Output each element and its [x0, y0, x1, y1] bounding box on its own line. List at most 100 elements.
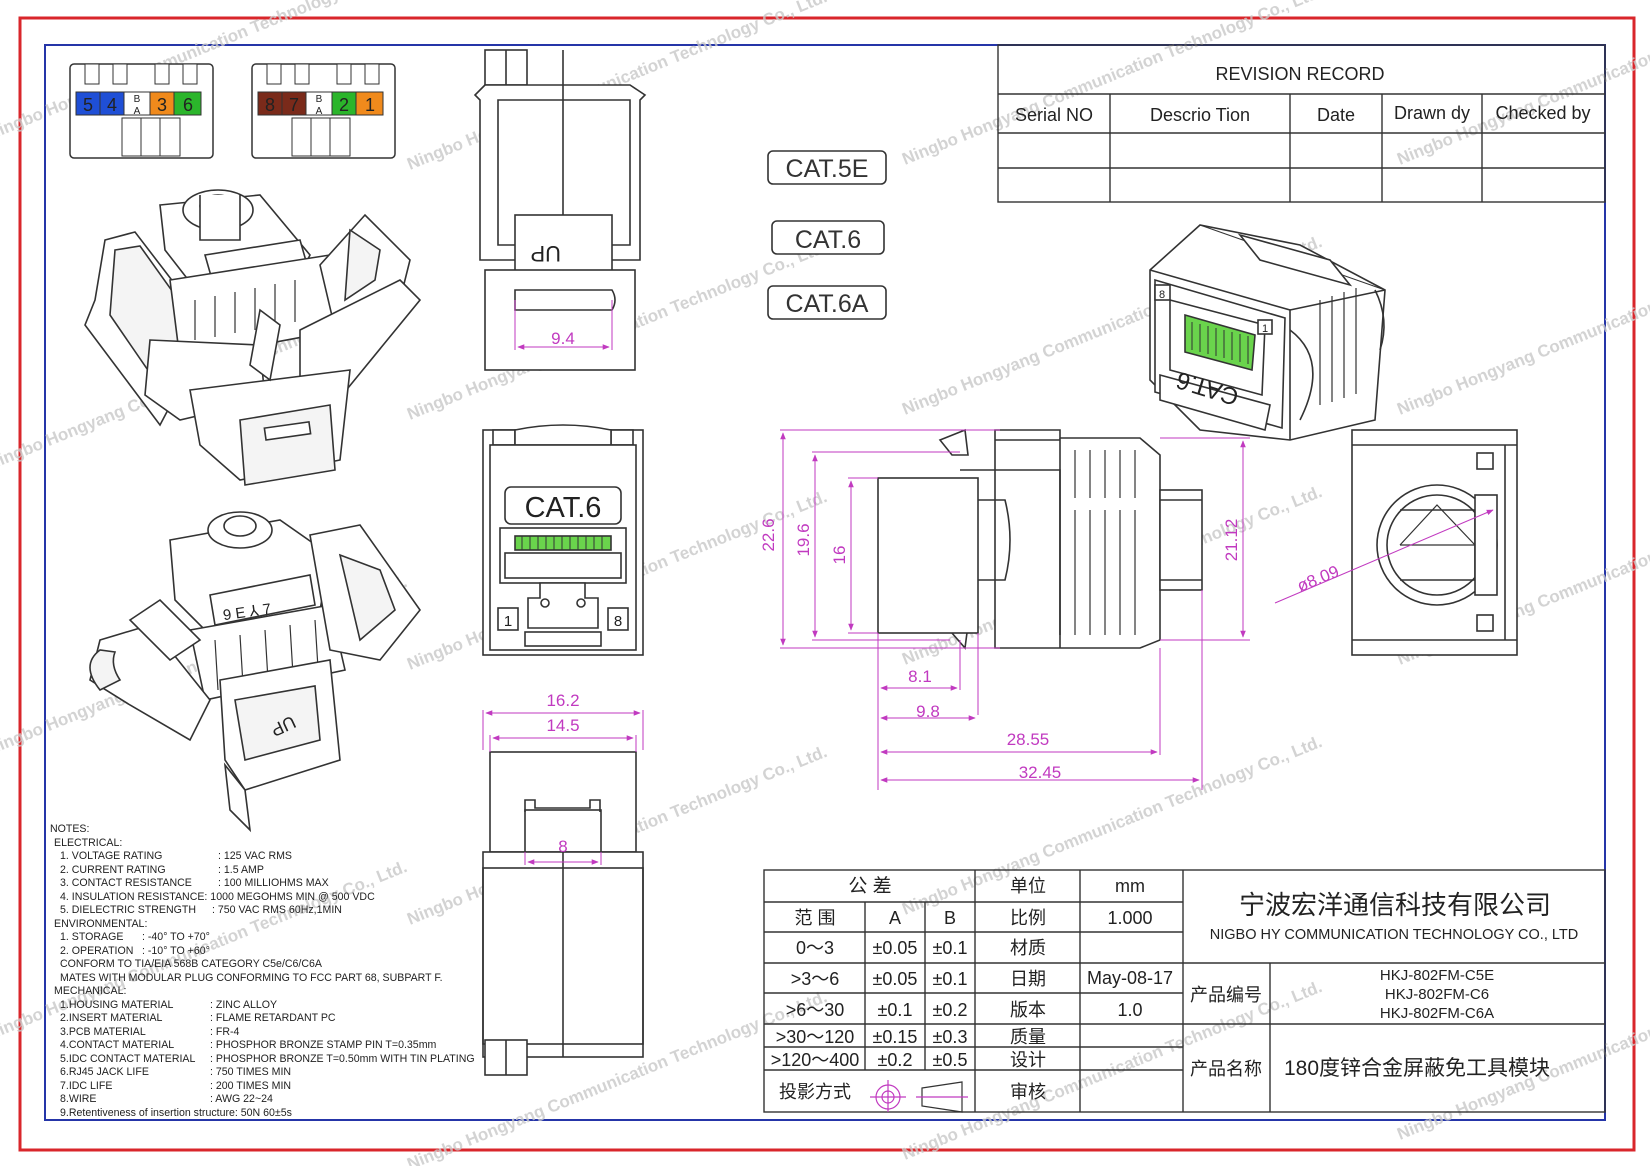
- env-item: 1. STORAGE: -40° TO +70°: [60, 931, 210, 943]
- company-name-cn: 宁波宏洋通信科技有限公司: [1239, 890, 1551, 920]
- dim-16-2: 16.2: [482, 691, 644, 750]
- port-number-8: 8: [614, 613, 622, 630]
- dim-19-6-label: 19.6: [794, 523, 813, 556]
- tol-b-3: ±0.3: [933, 1027, 968, 1047]
- tol-b-0: ±0.1: [933, 938, 968, 958]
- watermark: Ningbo Hongyang Communication Technology…: [1394, 0, 1650, 169]
- side-view: [877, 428, 1203, 650]
- tol-a-0: ±0.05: [873, 938, 918, 958]
- wire-label-4: 4: [107, 95, 117, 115]
- prop-label-review: 审核: [1010, 1082, 1046, 1102]
- iso-port-8: 8: [1159, 289, 1165, 301]
- wire-label-3: 3: [157, 95, 167, 115]
- dim-21-12-label: 21.12: [1222, 519, 1241, 562]
- mech-item: 6.RJ45 JACK LIFE: 750 TIMES MIN: [60, 1066, 292, 1078]
- mech-item: 3.PCB MATERIAL: FR-4: [60, 1025, 240, 1038]
- dim-28-55-label: 28.55: [1007, 730, 1050, 749]
- bottom-view: [482, 751, 644, 1076]
- product-code-label: 产品编号: [1190, 985, 1262, 1005]
- env-item: 2. OPERATION: -10° TO +60°: [60, 944, 210, 957]
- isometric-closed-view: CAT.6 8 1: [1149, 224, 1386, 441]
- dim-9-4: 9.4: [514, 300, 613, 350]
- mech-item: 1.HOUSING MATERIAL: ZINC ALLOY: [60, 998, 278, 1011]
- dim-14-5-label: 14.5: [546, 716, 579, 735]
- cat6a-label: CAT.6A: [786, 290, 869, 318]
- dim-16-label: 16: [830, 546, 849, 565]
- elec-item: 5. DIELECTRIC STRENGTH: 750 VAC RMS 60Hz…: [60, 904, 342, 916]
- up-label-top: UP: [530, 241, 561, 266]
- wire-label-a: A: [134, 106, 141, 117]
- wire-label-b: B: [316, 94, 323, 105]
- cat6-badge: [771, 220, 885, 255]
- tol-a-4: ±0.2: [878, 1050, 913, 1070]
- company-name-en: NIGBO HY COMMUNICATION TECHNOLOGY CO., L…: [1210, 927, 1578, 943]
- wire-label-b: B: [134, 94, 141, 105]
- product-code-c6: HKJ-802FM-C6: [1385, 986, 1489, 1003]
- tol-a-1: ±0.05: [873, 969, 918, 989]
- rear-view: [1351, 429, 1518, 656]
- prop-label-design: 设计: [1010, 1050, 1046, 1070]
- dim-32-45-label: 32.45: [1019, 763, 1062, 782]
- tol-col-b: B: [944, 908, 956, 928]
- mech-item: 8.WIRE: AWG 22~24: [60, 1093, 273, 1105]
- notes-conform: CONFORM TO TIA/EIA 568B CATEGORY C5e/C6/…: [60, 958, 322, 970]
- prop-label-material: 材质: [1010, 938, 1046, 958]
- prop-label-mass: 质量: [1010, 1027, 1046, 1047]
- title-block-text: 公 差 范 围 A B 0～3 ±0.05 ±0.1 >3～6 ±0.05 ±0…: [771, 875, 1579, 1102]
- dim-22-6-label: 22.6: [759, 518, 778, 551]
- tol-b-2: ±0.2: [933, 1000, 968, 1020]
- prop-value-unit: mm: [1115, 876, 1145, 896]
- tol-range-1: >3～6: [791, 969, 840, 989]
- mech-item: 7.IDC LIFE: 200 TIMES MIN: [60, 1079, 292, 1092]
- prop-value-date: May-08-17: [1087, 968, 1173, 988]
- side-dims: [780, 429, 1250, 790]
- revision-title: REVISION RECORD: [1215, 64, 1384, 84]
- elec-item: 3. CONTACT RESISTANCE: 100 MILLIOHMS MAX: [60, 877, 329, 889]
- prop-label-scale: 比例: [1010, 908, 1046, 928]
- prop-label-unit: 单位: [1010, 876, 1046, 896]
- tol-a-3: ±0.15: [873, 1027, 918, 1047]
- iso-port-1: 1: [1262, 323, 1268, 335]
- front-view: CAT.6 1 8: [482, 424, 644, 656]
- dim-diameter-label: ø8.09: [1294, 562, 1341, 596]
- notes-environmental-heading: ENVIRONMENTAL:: [54, 917, 148, 930]
- wiring-label-right: 8 7 B A 2 1: [251, 63, 396, 159]
- category-badges: CAT.5E CAT.6 CAT.6A: [767, 150, 887, 320]
- elec-item: 1. VOLTAGE RATING: 125 VAC RMS: [60, 850, 292, 862]
- notes-mechanical-heading: MECHANICAL:: [54, 985, 127, 997]
- mech-item: 2.INSERT MATERIAL: FLAME RETARDANT PC: [60, 1012, 336, 1024]
- cat5e-badge: [767, 150, 887, 185]
- tol-range-4: >120～400: [771, 1050, 860, 1070]
- wire-label-8: 8: [265, 95, 275, 115]
- cat5e-label: CAT.5E: [786, 155, 869, 183]
- front-cat-label: CAT.6: [525, 492, 602, 524]
- rev-col-checked: Checked by: [1495, 103, 1590, 123]
- top-view: UP: [473, 49, 647, 371]
- wire-label-2: 2: [339, 95, 349, 115]
- watermark: Ningbo Hongyang Communication Technology…: [1394, 232, 1650, 419]
- tol-a-2: ±0.1: [878, 1000, 913, 1020]
- elec-item: 2. CURRENT RATING: 1.5 AMP: [60, 863, 264, 876]
- dim-9-4-label: 9.4: [551, 329, 575, 348]
- wiring-label-left: 5 4 B A 3 6: [69, 63, 214, 159]
- port-number-1: 1: [504, 613, 512, 630]
- tol-range-3: >30～120: [776, 1027, 855, 1047]
- cat6-label: CAT.6: [795, 226, 861, 254]
- dim-16-2-label: 16.2: [546, 691, 579, 710]
- projection-symbol: [870, 1080, 968, 1113]
- tol-header: 公 差: [848, 875, 891, 897]
- rev-col-description: Descrio Tion: [1150, 105, 1250, 125]
- prop-label-version: 版本: [1010, 1000, 1046, 1020]
- prop-label-date: 日期: [1010, 969, 1046, 989]
- dim-8-1-label: 8.1: [908, 667, 932, 686]
- mech-item: 4.CONTACT MATERIAL: PHOSPHOR BRONZE STAM…: [60, 1039, 437, 1051]
- isometric-open-view-top: 9 ε L 8: [84, 189, 422, 486]
- dim-8-label: 8: [558, 837, 567, 856]
- mech-item: 5.IDC CONTACT MATERIAL: PHOSPHOR BRONZE …: [60, 1052, 475, 1065]
- revision-table-text: REVISION RECORD Serial NO Descrio Tion D…: [1015, 64, 1591, 125]
- projection-label: 投影方式: [779, 1082, 851, 1102]
- outer-frame: [18, 16, 1636, 1152]
- cat6a-badge: [767, 285, 887, 320]
- product-code-c6a: HKJ-802FM-C6A: [1380, 1005, 1494, 1022]
- notes-electrical-heading: ELECTRICAL:: [54, 836, 123, 849]
